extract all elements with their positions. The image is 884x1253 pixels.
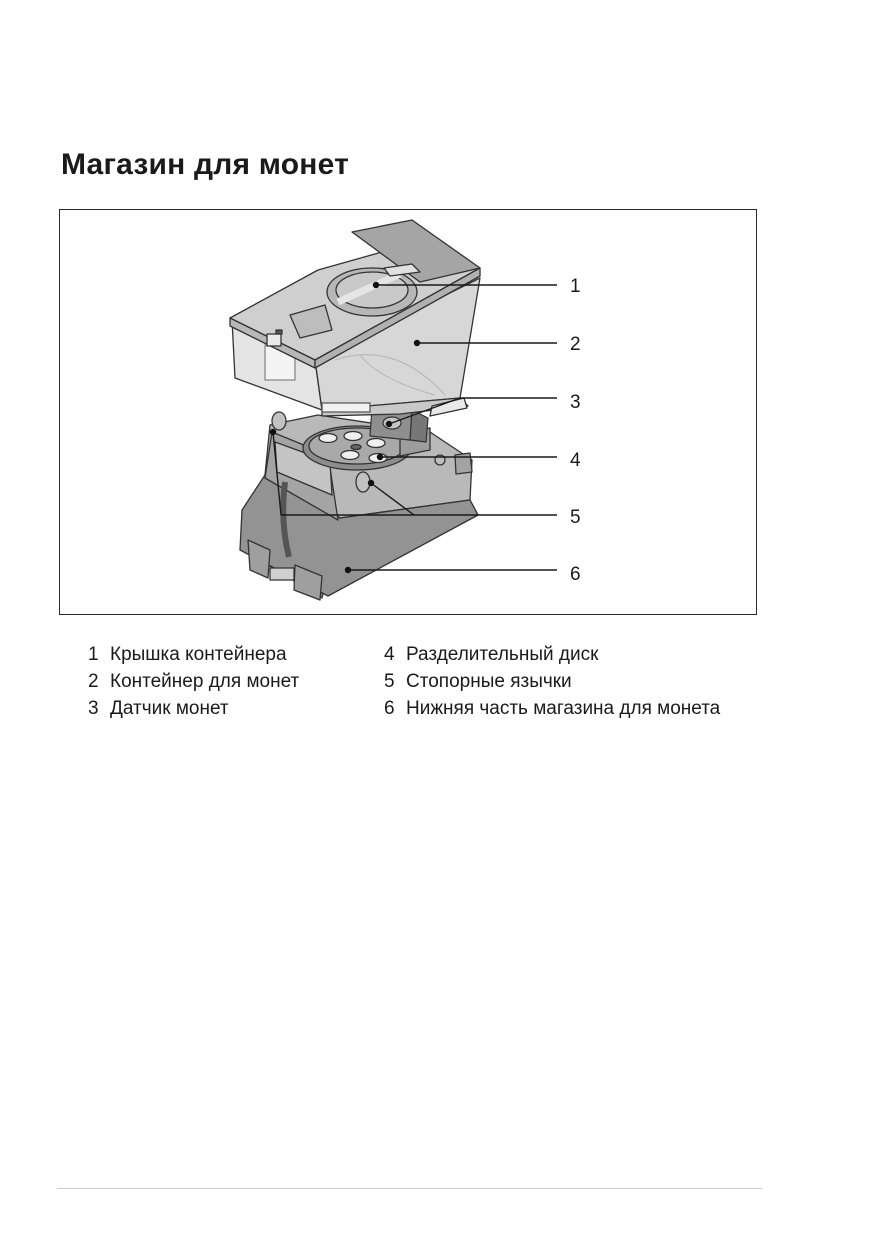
legend-number: 6 (384, 698, 395, 719)
legend-number: 5 (384, 671, 395, 692)
callout-2: 2 (570, 334, 581, 355)
callout-lines (272, 284, 557, 571)
legend-number: 3 (88, 698, 99, 719)
callout-dots (269, 281, 421, 574)
legend-item: 5 Стопорные язычки (384, 668, 720, 695)
legend-item: 4 Разделительный диск (384, 641, 720, 668)
legend-text: Крышка контейнера (110, 644, 287, 665)
legend-right-column: 4 Разделительный диск 5 Стопорные язычки 6… (384, 641, 720, 722)
legend-text: Стопорные язычки (406, 671, 572, 692)
page-title: Магазин для монет (61, 148, 349, 181)
legend-item: 6 Нижняя часть магазина для монета (384, 695, 720, 722)
legend-item: 1 Крышка контейнера (88, 641, 299, 668)
legend-number: 1 (88, 644, 99, 665)
callout-6: 6 (570, 564, 581, 585)
callout-4: 4 (570, 450, 581, 471)
legend-number: 2 (88, 671, 99, 692)
legend-number: 4 (384, 644, 395, 665)
legend-item: 3 Датчик монет (88, 695, 299, 722)
callout-3: 3 (570, 392, 581, 413)
figure-frame: 1 2 3 4 5 6 (59, 209, 757, 615)
coin-magazine-illustration: 1 2 3 4 5 6 (229, 219, 581, 601)
legend-text: Датчик монет (110, 698, 229, 719)
legend-text: Разделительный диск (406, 644, 599, 665)
legend-text: Нижняя часть магазина для монета (406, 698, 721, 719)
callout-5: 5 (570, 507, 581, 528)
legend-item: 2 Контейнер для монет (88, 668, 299, 695)
container-lid (229, 219, 481, 369)
lower-magazine-part (239, 411, 479, 601)
callout-1: 1 (570, 276, 581, 297)
legend-text: Контейнер для монет (110, 671, 300, 692)
footer-divider (57, 1188, 762, 1189)
